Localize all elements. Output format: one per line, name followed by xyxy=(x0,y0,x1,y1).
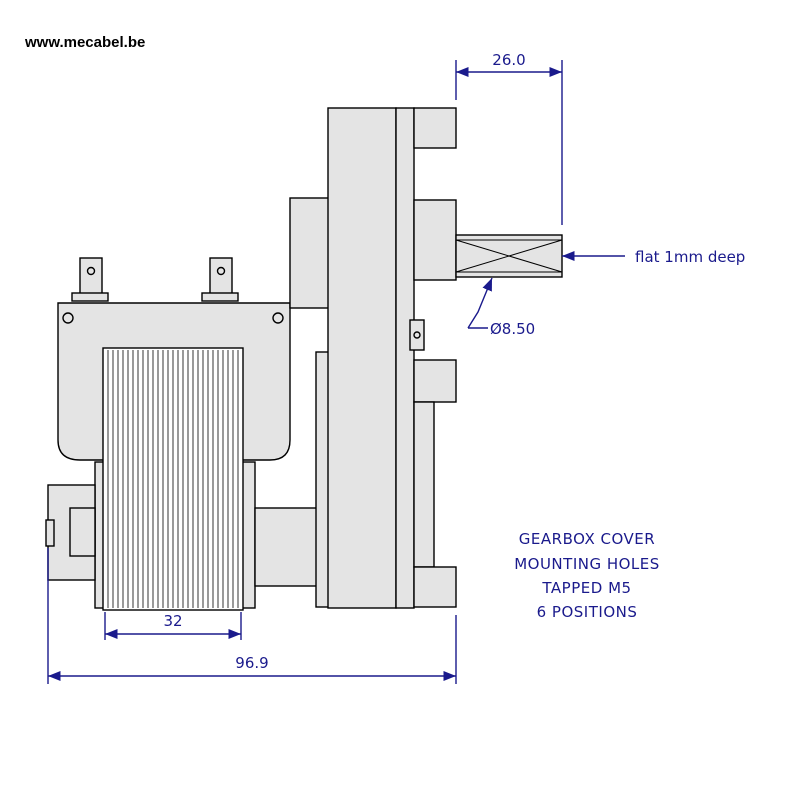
dimension-flat: flat 1mm deep xyxy=(562,248,745,266)
dim-32-label: 32 xyxy=(163,612,182,630)
website-label: www.mecabel.be xyxy=(24,34,145,51)
note-line-3: TAPPED M5 xyxy=(541,579,631,597)
mounting-note: GEARBOX COVER MOUNTING HOLES TAPPED M5 6… xyxy=(514,530,660,621)
dim-flat-label: flat 1mm deep xyxy=(635,248,745,266)
motor-coil xyxy=(102,347,244,611)
gearbox-plate xyxy=(327,107,397,609)
note-line-1: GEARBOX COVER xyxy=(519,530,655,548)
dimension-diameter: Ø8.50 xyxy=(467,277,535,338)
gearbox-drawing xyxy=(289,107,457,609)
terminal-right xyxy=(201,257,239,302)
dimension-shaft-length: 26.0 xyxy=(455,51,563,225)
terminal-left xyxy=(71,257,109,302)
dimension-32: 32 xyxy=(104,612,242,640)
dim-diameter-label: Ø8.50 xyxy=(490,320,535,338)
note-line-2: MOUNTING HOLES xyxy=(514,555,660,573)
dimension-overall: 96.9 xyxy=(47,548,457,684)
output-shaft xyxy=(455,234,563,278)
dim-shaft-length-label: 26.0 xyxy=(492,51,525,69)
dim-overall-label: 96.9 xyxy=(235,654,268,672)
note-line-4: 6 POSITIONS xyxy=(537,603,638,621)
motor-drawing xyxy=(45,257,331,611)
